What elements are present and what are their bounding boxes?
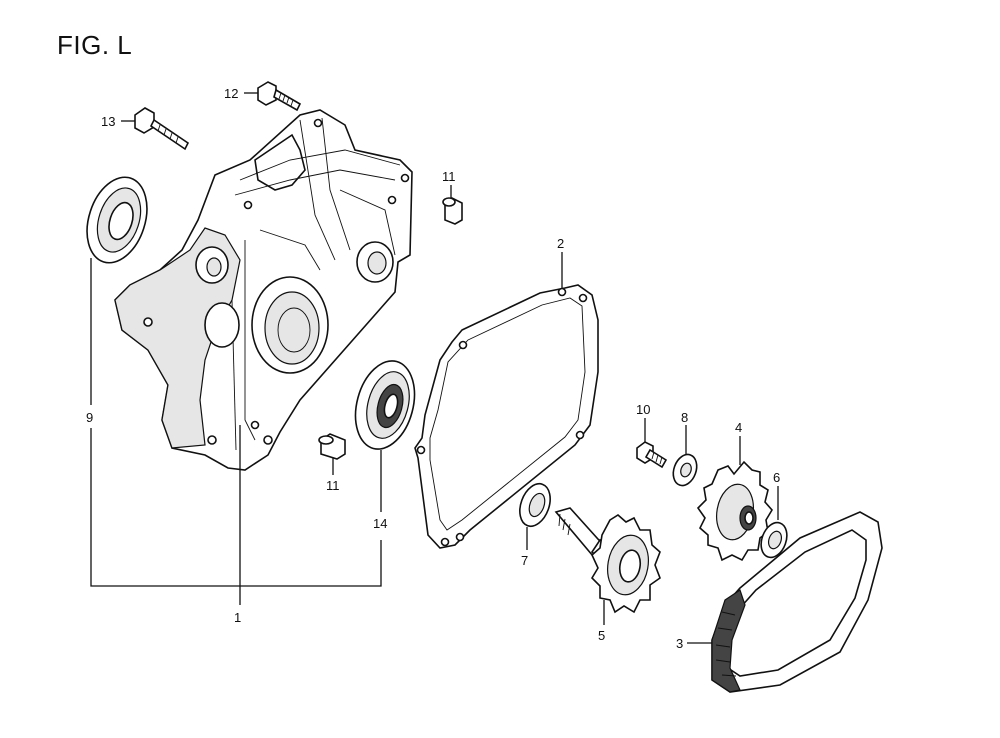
flange-bolt-12[interactable] [257,81,302,112]
driven-sprocket[interactable] [696,460,773,562]
figure-title: FIG. L [57,30,133,60]
callout-labels: 1 2 3 4 5 6 7 8 9 10 11 11 12 13 14 [86,86,780,651]
callout-7: 7 [521,553,528,568]
ball-bearing[interactable] [346,354,423,455]
dowel-pin-upper[interactable] [442,197,463,225]
flange-bolt-13[interactable] [134,107,190,151]
thrust-washer-7[interactable] [514,480,555,531]
callout-5: 5 [598,628,605,643]
drive-shaft-sprocket[interactable] [554,507,661,614]
callout-11-upper: 11 [442,169,456,184]
oil-seal[interactable] [77,170,157,271]
callout-12: 12 [224,86,238,101]
callout-3: 3 [676,636,683,651]
callout-13: 13 [101,114,115,129]
callout-4: 4 [735,420,742,435]
leader-lines [90,92,779,644]
dowel-pin-lower[interactable] [318,433,346,460]
callout-10: 10 [636,402,650,417]
flange-bolt-10[interactable] [636,441,668,469]
callout-9: 9 [86,410,93,425]
callout-6: 6 [773,470,780,485]
callout-8: 8 [681,410,688,425]
callout-14: 14 [373,516,387,531]
washer-6[interactable] [757,519,792,561]
washer-8[interactable] [669,451,701,489]
callout-1: 1 [234,610,241,625]
crankcase-cover[interactable] [114,109,413,471]
callout-2: 2 [557,236,564,251]
callout-11-lower: 11 [326,478,340,493]
cover-gasket[interactable] [414,284,599,549]
drive-chain[interactable] [711,511,883,693]
